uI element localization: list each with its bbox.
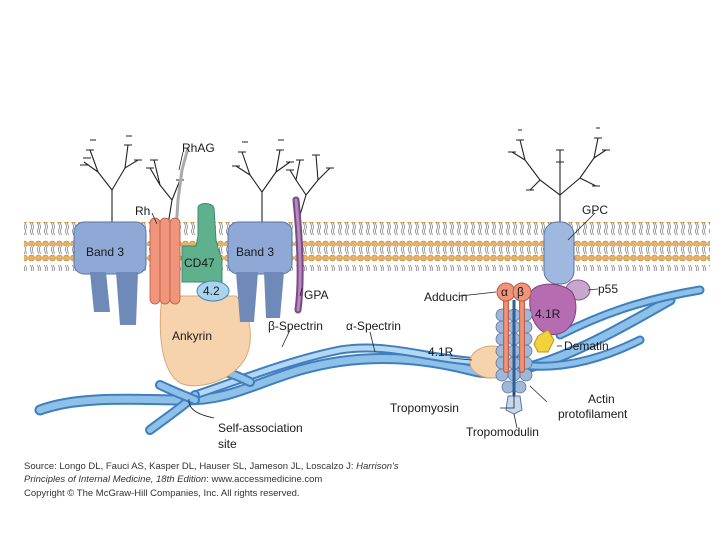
label-protein-4-1r-left: 4.1R [428, 345, 454, 359]
leader-tropomyosin [500, 392, 515, 409]
leader-tropomodulin [513, 413, 518, 429]
protein-4-1r-top [529, 283, 577, 336]
leader-gpc [567, 212, 596, 241]
leader-beta-spectrin [281, 329, 291, 348]
glycan-rh [146, 159, 184, 226]
gpc-protein [543, 221, 575, 285]
leader-adducin [459, 291, 497, 297]
glycan-band3-right [232, 139, 294, 228]
caption-copyright: Copyright © The McGraw-Hill Companies, I… [24, 488, 300, 499]
glycan-gpc [508, 127, 610, 225]
label-adducin-alpha: α [501, 285, 508, 299]
label-p55: p55 [598, 282, 618, 296]
label-adducin-beta: β [517, 285, 524, 299]
label-self-association: Self-association [218, 421, 303, 435]
glycan-band3-left [80, 135, 142, 228]
leader-self-association [188, 398, 215, 419]
caption-source-text: Source: Longo DL, Fauci AS, Kasper DL, H… [24, 461, 357, 472]
leader-lines [151, 151, 599, 429]
glycan-chains [80, 127, 610, 228]
cd47-protein [181, 203, 223, 283]
label-self-association-site: site [218, 437, 237, 451]
label-beta-spectrin: β-Spectrin [268, 319, 323, 333]
label-actin: Actin [588, 392, 615, 406]
caption-book-title-2: Principles of Internal Medicine, 18th Ed… [24, 474, 207, 485]
label-ankyrin: Ankyrin [172, 329, 212, 343]
label-alpha-spectrin: α-Spectrin [346, 319, 401, 333]
label-band3-left: Band 3 [86, 245, 124, 259]
adducin-protein [496, 282, 532, 373]
label-gpa: GPA [304, 288, 328, 302]
leader-rh [151, 212, 158, 225]
caption-edition-line: Principles of Internal Medicine, 18th Ed… [24, 474, 322, 485]
label-cd47: CD47 [184, 256, 215, 270]
leader-rhag [178, 151, 184, 171]
caption-source-line: Source: Longo DL, Fauci AS, Kasper DL, H… [24, 461, 399, 472]
label-protein-4-2: 4.2 [203, 284, 220, 298]
band3-right-protein [227, 221, 293, 322]
leader-4-1r-left [449, 357, 473, 361]
band3-left-protein [73, 221, 147, 325]
label-tropomyosin: Tropomyosin [390, 401, 459, 415]
label-rhag: RhAG [182, 141, 215, 155]
label-tropomodulin: Tropomodulin [466, 425, 539, 439]
caption-book-title-1: Harrison's [356, 461, 399, 472]
label-rh: Rh [135, 204, 150, 218]
caption-url: : www.accessmedicine.com [206, 474, 323, 485]
rh-protein [149, 217, 181, 305]
leader-actin [529, 385, 548, 403]
leader-gpa [299, 287, 303, 297]
label-protofilament: protofilament [558, 407, 628, 421]
label-band3-right: Band 3 [236, 245, 274, 259]
leader-alpha-spectrin [369, 331, 376, 353]
dematin-protein [533, 329, 555, 353]
label-adducin: Adducin [424, 290, 467, 304]
protein-4-2 [196, 280, 230, 302]
rhag-strand [174, 147, 190, 233]
label-dematin: Dematin [564, 339, 609, 353]
label-protein-4-1r-top: 4.1R [535, 307, 561, 321]
label-gpc: GPC [582, 203, 608, 217]
leader-p55 [587, 288, 599, 291]
glycan-gpa [286, 154, 334, 216]
